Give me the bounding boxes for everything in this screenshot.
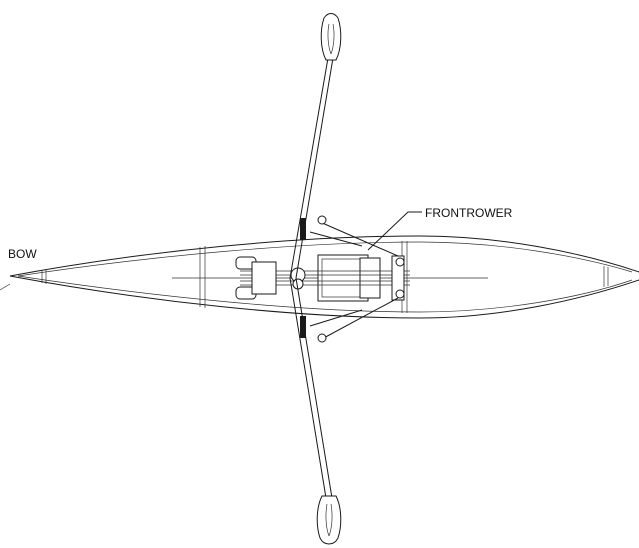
- bow-label: BOW: [8, 247, 37, 261]
- frontrower-label: FRONTROWER: [425, 206, 513, 220]
- hull: [0, 235, 639, 319]
- frontrower-leader: [367, 211, 422, 251]
- oars: [289, 13, 342, 545]
- seat-assembly: [235, 215, 410, 343]
